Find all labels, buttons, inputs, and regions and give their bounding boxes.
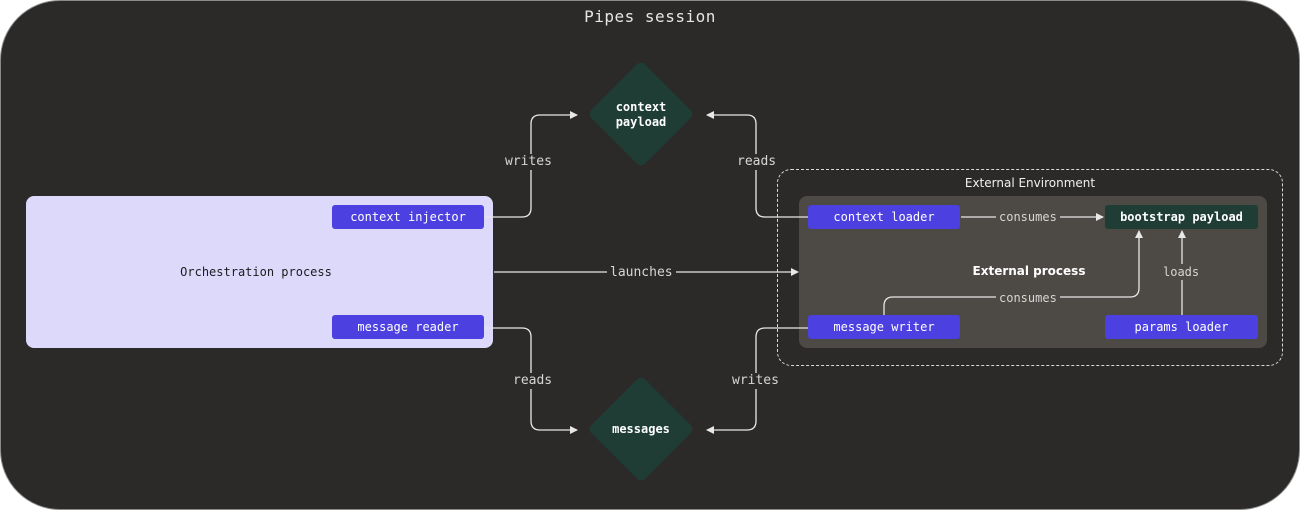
edge-label-writes-bottom: writes bbox=[729, 373, 782, 389]
messages-diamond bbox=[589, 377, 693, 481]
orchestration-process-label: Orchestration process bbox=[180, 265, 332, 279]
edge-label-loads: loads bbox=[1160, 264, 1203, 280]
bootstrap-payload-node: bootstrap payload bbox=[1105, 205, 1258, 229]
edge-label-reads-bottom: reads bbox=[510, 373, 556, 389]
edge-label-consumes-bottom: consumes bbox=[996, 290, 1060, 306]
context-payload-label: context payload bbox=[591, 100, 691, 130]
context-loader-node: context loader bbox=[808, 205, 960, 229]
edge-label-launches: launches bbox=[607, 265, 676, 281]
external-environment-label: External Environment bbox=[964, 176, 1096, 190]
external-environment-box bbox=[777, 169, 1283, 366]
context-payload-label-line2: payload bbox=[615, 115, 667, 129]
external-process-label: External process bbox=[972, 264, 1086, 278]
context-payload-diamond bbox=[589, 62, 693, 166]
messages-label: messages bbox=[612, 422, 670, 436]
edge-label-writes-top: writes bbox=[502, 154, 555, 170]
context-payload-label-line1: context bbox=[615, 100, 667, 114]
context-injector-node: context injector bbox=[332, 205, 484, 229]
diagram-title: Pipes session bbox=[584, 7, 716, 26]
params-loader-node: params loader bbox=[1105, 315, 1258, 339]
message-writer-node: message writer bbox=[808, 315, 960, 339]
edge-label-reads-top: reads bbox=[734, 154, 780, 170]
message-reader-node: message reader bbox=[332, 315, 484, 339]
edge-label-consumes-top: consumes bbox=[996, 209, 1060, 225]
